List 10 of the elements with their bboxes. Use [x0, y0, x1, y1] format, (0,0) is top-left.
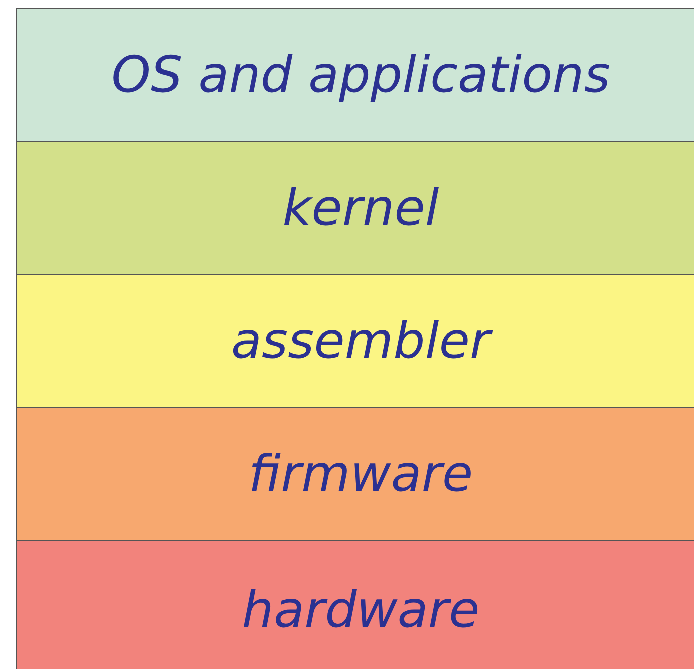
- layer-band: [16, 407, 694, 541]
- layer-label: OS and applications: [112, 46, 610, 104]
- layer-band: [16, 540, 694, 669]
- layer-label: firmware: [248, 445, 474, 503]
- layer-label: hardware: [242, 581, 480, 639]
- layer-band: [16, 141, 694, 275]
- layer-band: [16, 8, 694, 142]
- layer-label: assembler: [231, 312, 491, 370]
- layer-band: [16, 274, 694, 408]
- layer-label: kernel: [282, 179, 440, 237]
